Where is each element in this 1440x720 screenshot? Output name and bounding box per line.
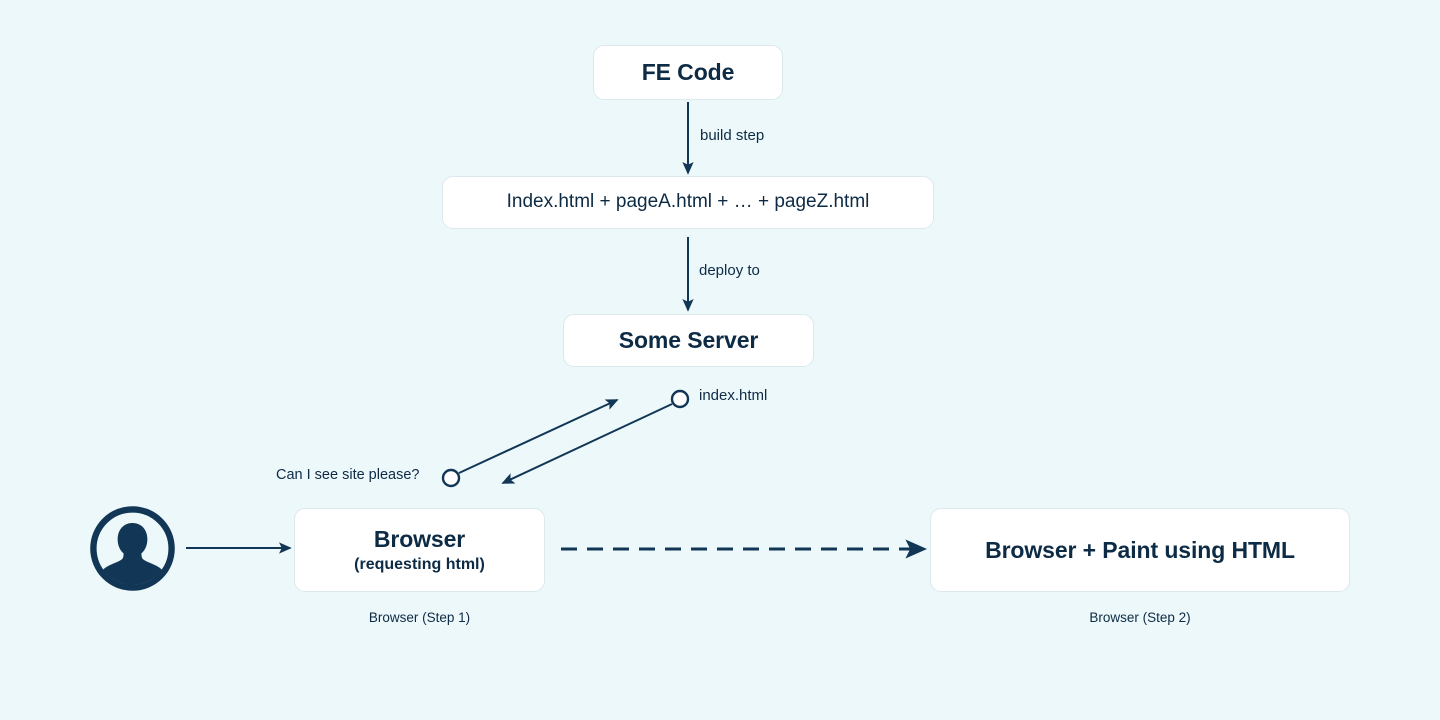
edge-response <box>501 389 690 484</box>
node-browser-1-label: Browser <box>373 525 466 552</box>
node-fe-code-label: FE Code <box>641 59 735 86</box>
node-browser-2-caption: Browser (Step 2) <box>1089 610 1191 625</box>
node-fe-code[interactable]: FE Code <box>593 45 783 100</box>
node-browser-2-label: Browser + Paint using HTML <box>985 536 1295 563</box>
node-browser-1-sublabel: (requesting html) <box>354 556 485 574</box>
edge-label-index-html: index.html <box>699 387 768 404</box>
edge-label-request: Can I see site please? <box>276 467 420 483</box>
edge-label-deploy-to: deploy to <box>699 262 760 279</box>
node-html-files-label: Index.html + pageA.html + … + pageZ.html <box>506 191 870 213</box>
node-some-server-label: Some Server <box>618 327 759 354</box>
edge-label-build-step: build step <box>700 127 765 144</box>
user-avatar-icon <box>90 506 175 591</box>
node-browser-1[interactable]: Browser (requesting html) <box>294 508 545 592</box>
node-some-server[interactable]: Some Server <box>563 314 814 367</box>
node-browser-1-caption: Browser (Step 1) <box>368 610 471 625</box>
node-html-files[interactable]: Index.html + pageA.html + … + pageZ.html <box>442 176 934 229</box>
edge-request <box>441 399 619 488</box>
node-browser-2[interactable]: Browser + Paint using HTML <box>930 508 1350 592</box>
